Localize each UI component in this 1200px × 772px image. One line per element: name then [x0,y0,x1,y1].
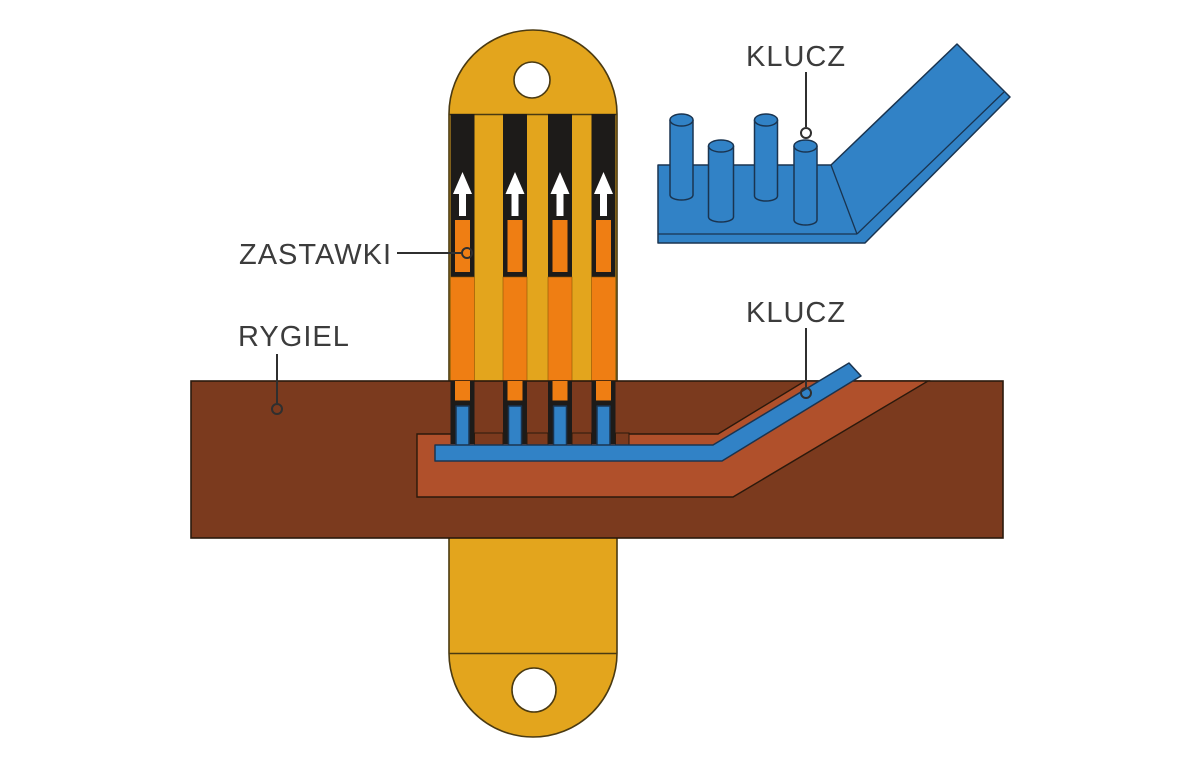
key-bit-post [596,405,611,449]
bolt-slot-section [450,381,630,449]
annotations: ZASTAWKI RYGIEL KLUCZ KLUCZ [238,41,846,415]
plate-screw-hole-top [513,61,551,99]
leader-dot-klucz-top [800,127,812,139]
label-rygiel: RYGIEL [238,321,350,353]
leader-dot-rygiel [271,403,283,415]
lever-stem [596,220,611,272]
key-pin-cap [669,113,694,127]
plate-screw-hole-bottom [511,667,557,713]
key [657,43,1011,244]
leader-dot-zastawki [461,247,473,259]
levers [450,220,616,383]
bolt-web [526,432,549,446]
lever-tip [596,381,611,401]
lever-stem [455,220,470,272]
up-arrow-icon [505,172,525,216]
key-pin-cap [707,139,735,153]
up-arrow-icon [550,172,570,216]
key-pin [753,119,779,202]
lever-arrows [453,172,613,216]
label-zastawki: ZASTAWKI [239,239,392,271]
bolt-web [474,432,504,446]
key-bit-post [507,405,523,449]
lever-stem [552,220,568,272]
key-joint-crease [830,164,858,235]
key-shaft-edge-line [856,91,1005,235]
key-pin [793,145,818,226]
lever-stem [507,220,523,272]
key-pin-cap [793,139,818,153]
key-pin [707,145,735,223]
key-bit-post [455,405,470,449]
lever-body [502,276,528,383]
label-klucz-top: KLUCZ [746,41,846,73]
lever-body [591,276,616,383]
up-arrow-icon [594,172,613,216]
key-pin-cap [753,113,779,127]
lever-tip [552,381,568,401]
label-klucz-bottom: KLUCZ [746,297,846,329]
lever-body [450,276,475,383]
lever-tip [507,381,523,401]
key-pin [669,119,694,201]
bolt-web [571,432,592,446]
up-arrow-icon [453,172,472,216]
inserted-key-shaft [434,362,862,462]
leader-dot-klucz-bottom [800,387,812,399]
bolt-web [615,432,630,446]
key-bit-post [552,405,568,449]
key-pins [669,113,818,226]
lever-body [547,276,573,383]
lever-tip [455,381,470,401]
